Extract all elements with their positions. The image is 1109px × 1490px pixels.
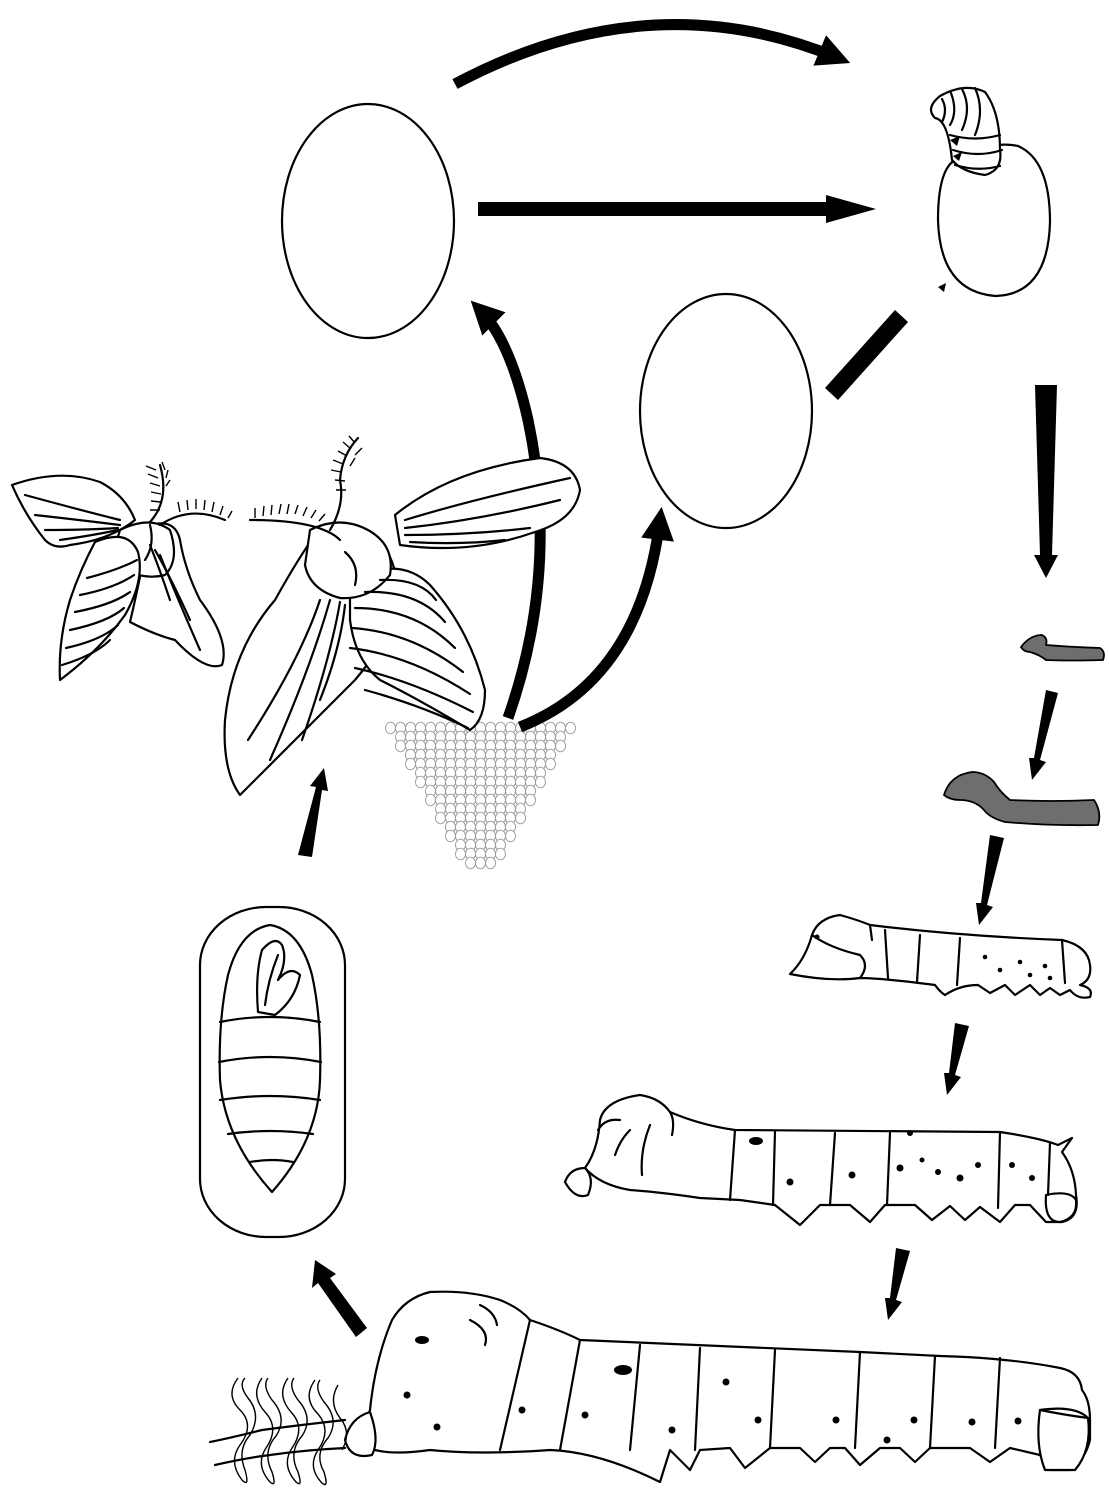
egg	[436, 812, 446, 824]
egg	[466, 857, 476, 869]
first-instar-larva	[1021, 635, 1104, 661]
top-curved-arrow	[455, 25, 838, 84]
third-instar-larva	[790, 915, 1091, 998]
egg	[426, 794, 436, 806]
egg	[516, 812, 526, 824]
egg	[396, 740, 406, 752]
egg	[546, 758, 556, 770]
egg	[456, 848, 466, 860]
egg	[496, 848, 506, 860]
arrow-larva4-to-larva5	[885, 1248, 910, 1320]
male-moth	[12, 462, 232, 680]
egg	[506, 830, 516, 842]
fourth-instar-larva	[565, 1095, 1077, 1225]
egg	[526, 794, 536, 806]
arrow-larva3-to-larva4	[944, 1023, 969, 1095]
arrow-larva1-to-larva2	[1029, 690, 1058, 780]
egg	[416, 776, 426, 788]
arrow-pupa-to-moth	[298, 768, 328, 857]
egg	[486, 857, 496, 869]
down-arrow-egg-to-larva	[1034, 385, 1058, 578]
egg	[536, 776, 546, 788]
hatching-egg	[931, 88, 1050, 296]
egg	[566, 722, 576, 734]
egg	[386, 722, 396, 734]
second-instar-larva	[944, 772, 1099, 825]
silk-cocoon-threads	[210, 1378, 347, 1485]
horizontal-arrow	[478, 195, 876, 223]
wedge-arrow-oval-to-egg	[825, 310, 908, 400]
pupa-in-cocoon	[200, 907, 345, 1237]
egg	[556, 740, 566, 752]
egg	[446, 830, 456, 842]
egg	[476, 857, 486, 869]
fifth-instar-larva	[345, 1292, 1090, 1482]
arrow-larva-to-pupa	[312, 1260, 367, 1337]
blank-oval-center	[640, 294, 812, 528]
egg	[406, 758, 416, 770]
arrow-larva2-to-larva3	[976, 835, 1004, 925]
egg-cluster	[386, 722, 576, 869]
blank-oval-upper-left	[282, 104, 454, 338]
